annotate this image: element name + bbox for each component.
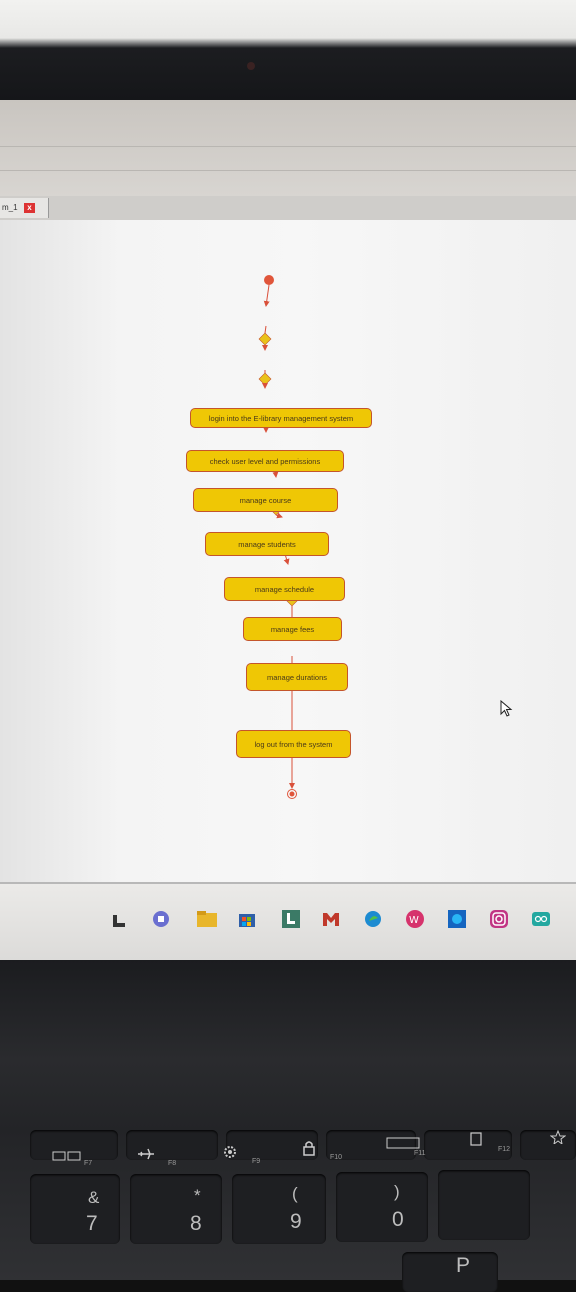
action-check-permissions[interactable]: check user level and permissions	[186, 450, 344, 472]
calculator-icon	[470, 1132, 482, 1146]
app-toolbar	[0, 100, 576, 197]
f7-label: F7	[84, 1160, 93, 1167]
key-f12[interactable]	[520, 1130, 576, 1160]
start-node	[264, 275, 274, 285]
key-0-symbol: )	[394, 1182, 400, 1201]
key-f9[interactable]	[226, 1130, 318, 1160]
key-9-digit: 9	[290, 1210, 302, 1233]
display-switch-icon	[52, 1151, 81, 1161]
favorite-star-icon	[550, 1130, 566, 1144]
decision-node	[258, 332, 272, 346]
key-minus[interactable]	[438, 1170, 530, 1240]
tab-diagram[interactable]: m_1 x	[0, 198, 49, 218]
action-manage-course[interactable]: manage course	[193, 488, 338, 512]
edge-icon[interactable]	[362, 908, 384, 930]
f10-label: F10	[330, 1154, 343, 1161]
key-0[interactable]	[336, 1172, 428, 1242]
instagram-icon[interactable]	[488, 908, 510, 930]
key-7[interactable]	[30, 1174, 120, 1244]
close-icon[interactable]: x	[24, 203, 35, 213]
status-divider	[0, 882, 576, 884]
action-manage-schedule[interactable]: manage schedule	[224, 577, 345, 601]
key-9-symbol: (	[292, 1184, 298, 1203]
taskbar: W	[0, 884, 576, 960]
key-7-symbol: &	[88, 1188, 100, 1207]
key-8[interactable]	[130, 1174, 222, 1244]
key-p-letter: P	[456, 1254, 471, 1277]
launcher-l-icon[interactable]	[108, 910, 130, 932]
action-login[interactable]: login into the E-library management syst…	[190, 408, 372, 428]
f11-label: F11	[414, 1150, 426, 1157]
key-0-digit: 0	[392, 1208, 404, 1231]
wps-icon[interactable]: W	[404, 908, 426, 930]
file-explorer-icon[interactable]	[196, 908, 218, 930]
key-f10[interactable]	[326, 1130, 416, 1160]
laptop-top-bezel	[0, 0, 576, 100]
key-f11[interactable]	[424, 1130, 512, 1160]
chat-icon[interactable]	[150, 908, 172, 930]
diagram-canvas[interactable]: login into the E-library management syst…	[0, 220, 576, 882]
airplane-icon	[138, 1148, 154, 1160]
action-manage-fees[interactable]: manage fees	[243, 617, 342, 641]
laptop-screen: m_1 x	[0, 100, 576, 960]
mouse-cursor-icon	[500, 700, 513, 717]
f9-label: F9	[252, 1158, 261, 1165]
end-node	[287, 789, 297, 799]
key-9[interactable]	[232, 1174, 326, 1244]
key-7-digit: 7	[86, 1212, 98, 1235]
action-manage-students[interactable]: manage students	[205, 532, 329, 556]
diagram-tab-strip: m_1 x	[0, 196, 576, 221]
key-f7[interactable]	[30, 1130, 118, 1160]
meet-icon[interactable]	[530, 908, 552, 930]
settings-gear-icon	[224, 1146, 236, 1158]
laptop-keyboard: F7 F8 F9 F10 F11 F12 & 7 * 8 ( 9 ) 0 P	[0, 960, 576, 1292]
webcam	[247, 62, 255, 70]
web-app-icon[interactable]	[446, 908, 468, 930]
key-8-symbol: *	[194, 1186, 201, 1205]
l-app-icon[interactable]	[280, 908, 302, 930]
lock-icon	[303, 1141, 315, 1156]
key-p[interactable]	[402, 1252, 498, 1292]
decision-node	[258, 372, 272, 386]
keyboard-backlight-icon	[386, 1137, 420, 1149]
mail-icon[interactable]	[320, 908, 342, 930]
store-icon[interactable]	[236, 908, 258, 930]
f12-label: F12	[498, 1146, 511, 1153]
svg-text:W: W	[409, 915, 419, 926]
action-log-out[interactable]: log out from the system	[236, 730, 351, 758]
action-manage-durations[interactable]: manage durations	[246, 663, 348, 691]
f8-label: F8	[168, 1160, 177, 1167]
tab-label: m_1	[2, 203, 18, 212]
key-8-digit: 8	[190, 1212, 202, 1235]
